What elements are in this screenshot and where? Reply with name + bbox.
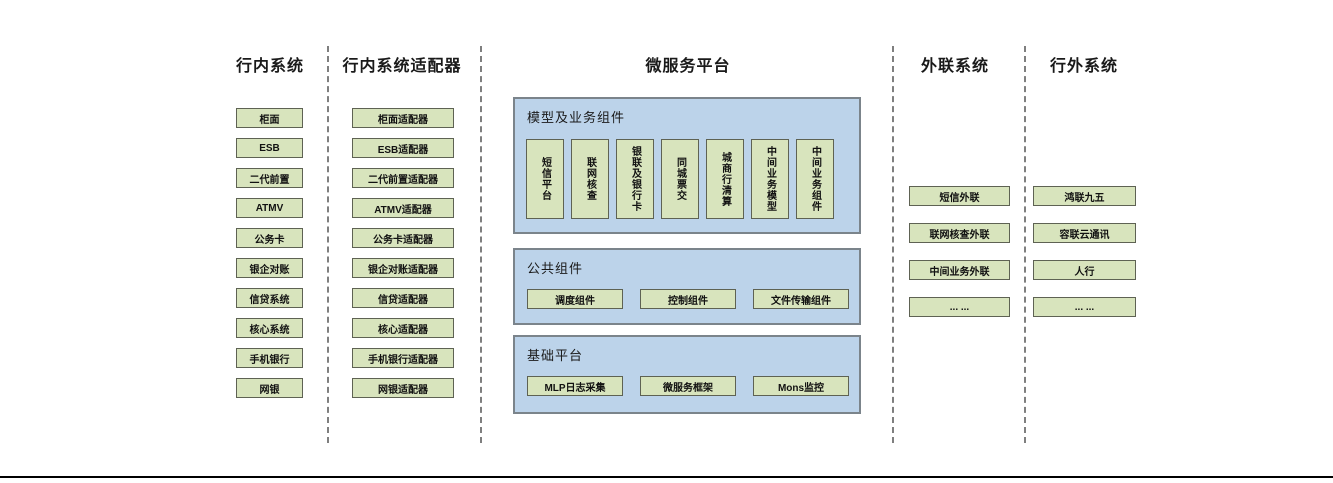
panel-model-business-components: 模型及业务组件 短信平台联网核查银联及银行卡同城票交城商行清算中间业务模型中间业… [513,97,861,234]
adapter-box: 银企对账适配器 [352,258,454,278]
adapter-box: 手机银行适配器 [352,348,454,368]
column-title-microservice-platform: 微服务平台 [645,58,731,75]
adapter-box: 公务卡适配器 [352,228,454,248]
panel-label: 公共组件 [527,261,584,276]
system-box: ATMV [236,198,303,218]
outside-box: 人行 [1033,260,1136,280]
adapter-box: ATMV适配器 [352,198,454,218]
system-box: 银企对账 [236,258,303,278]
adapter-box: 二代前置适配器 [352,168,454,188]
column-divider [327,46,329,443]
common-component-box: 控制组件 [640,289,736,309]
model-component-box: 同城票交 [661,139,699,219]
system-box: 二代前置 [236,168,303,188]
outside-box: 容联云通讯 [1033,223,1136,243]
panel-label: 模型及业务组件 [527,110,626,125]
adapter-box: 网银适配器 [352,378,454,398]
model-components-row: 短信平台联网核查银联及银行卡同城票交城商行清算中间业务模型中间业务组件 [526,139,834,219]
column-title-external-systems: 外联系统 [920,58,989,75]
base-platform-row: MLP日志采集微服务框架 Mons监控 [527,376,849,396]
column-divider [892,46,894,443]
column-divider [480,46,482,443]
panel-common-components: 公共组件 调度组件控制组件文件传输组件 [513,248,861,325]
system-box: 网银 [236,378,303,398]
model-component-box: 银联及银行卡 [616,139,654,219]
system-box: 核心系统 [236,318,303,338]
common-components-row: 调度组件控制组件文件传输组件 [527,289,849,309]
adapter-box: ESB适配器 [352,138,454,158]
system-box: 柜面 [236,108,303,128]
model-component-box: 中间业务组件 [796,139,834,219]
internal-adapters-list: 柜面适配器 ESB适配器二代前置适配器 ATMV适配器公务卡适配器银企对账适配器信贷… [352,108,454,398]
external-box: ... ... [909,297,1010,317]
external-box: 中间业务外联 [909,260,1010,280]
outside-box: 鸿联九五 [1033,186,1136,206]
common-component-box: 调度组件 [527,289,623,309]
outside-systems-list: 鸿联九五容联云通讯人行 ... ... [1033,186,1136,317]
external-box: 联网核查外联 [909,223,1010,243]
base-platform-box: 微服务框架 [640,376,736,396]
external-box: 短信外联 [909,186,1010,206]
bottom-rule [0,476,1333,478]
system-box: ESB [236,138,303,158]
model-component-box: 中间业务模型 [751,139,789,219]
base-platform-box: MLP日志采集 [527,376,623,396]
common-component-box: 文件传输组件 [753,289,849,309]
model-component-box: 联网核查 [571,139,609,219]
outside-box: ... ... [1033,297,1136,317]
system-box: 信贷系统 [236,288,303,308]
column-title-outside-systems: 行外系统 [1049,58,1118,75]
system-box: 公务卡 [236,228,303,248]
model-component-box: 城商行清算 [706,139,744,219]
system-box: 手机银行 [236,348,303,368]
adapter-box: 柜面适配器 [352,108,454,128]
column-title-internal-systems: 行内系统 [235,58,304,75]
panel-label: 基础平台 [527,348,584,363]
panel-base-platform: 基础平台 MLP日志采集微服务框架 Mons监控 [513,335,861,414]
column-divider [1024,46,1026,443]
external-systems-list: 短信外联联网核查外联中间业务外联 ... ... [909,186,1010,317]
model-component-box: 短信平台 [526,139,564,219]
internal-systems-list: 柜面 ESB 二代前置 ATMV 公务卡银企对账信贷系统核心系统手机银行网银 [236,108,303,398]
column-title-internal-adapters: 行内系统适配器 [342,58,462,75]
adapter-box: 信贷适配器 [352,288,454,308]
adapter-box: 核心适配器 [352,318,454,338]
base-platform-box: Mons监控 [753,376,849,396]
